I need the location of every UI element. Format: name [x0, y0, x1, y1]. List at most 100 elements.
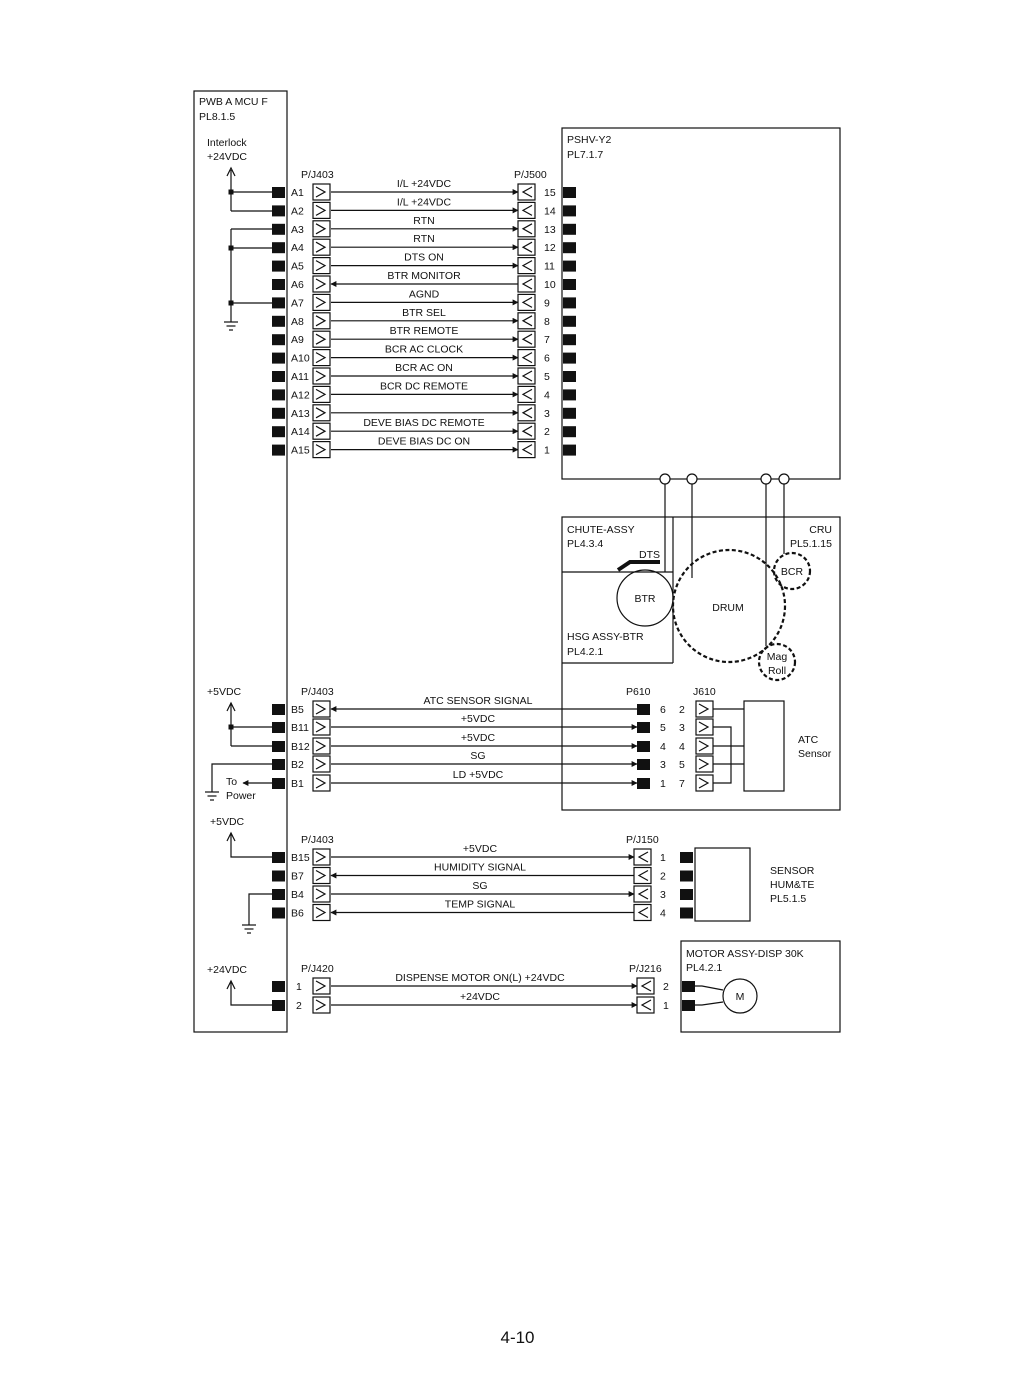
p5vdc-label-b: +5VDC — [210, 816, 245, 828]
socket-connector — [312, 422, 331, 440]
signal-label: TEMP SIGNAL — [445, 899, 516, 911]
pin-label: 2 — [544, 426, 550, 438]
socket-connector — [312, 737, 331, 755]
page-number: 4-10 — [500, 1328, 535, 1347]
pin-label: A8 — [291, 316, 304, 328]
cru-ref: PL5.1.15 — [790, 538, 832, 550]
signal-label: BCR AC CLOCK — [385, 344, 463, 356]
pin-block — [272, 205, 285, 217]
pin-label: 1 — [663, 1000, 669, 1012]
pin-label: 9 — [544, 297, 550, 309]
interlock-label: Interlock — [207, 137, 247, 149]
pin-block — [637, 722, 650, 733]
pin-block — [680, 870, 693, 882]
pin-block — [272, 389, 285, 401]
socket-connector — [312, 330, 331, 348]
pin-label: 4 — [660, 741, 666, 753]
pin-block — [563, 389, 576, 401]
pin-label: 7 — [544, 334, 550, 346]
pin-label: A10 — [291, 353, 310, 365]
h1-left-connector: P/J403 — [301, 169, 334, 181]
pin-label: 2 — [296, 1000, 302, 1012]
pin-block — [272, 279, 285, 290]
socket-connector — [312, 996, 331, 1014]
pin-block — [272, 704, 285, 715]
chute-name: CHUTE-ASSY — [567, 524, 635, 536]
socket-connector — [312, 238, 331, 256]
pin-label: 11 — [544, 261, 555, 273]
pin-block — [272, 1000, 285, 1011]
pin-label: 3 — [679, 722, 685, 734]
pin-label: 3 — [544, 408, 550, 420]
socket-connector — [695, 755, 714, 773]
pin-label: 8 — [544, 316, 550, 328]
pin-block — [563, 352, 576, 364]
pin-label: 6 — [660, 704, 666, 716]
socket-connector — [633, 866, 652, 885]
pin-block — [272, 315, 285, 327]
pin-label: A2 — [291, 205, 304, 217]
pin-label: B6 — [291, 908, 304, 920]
pin-label: B1 — [291, 778, 304, 790]
mag-label-2: Roll — [768, 665, 786, 677]
socket-connector — [312, 903, 331, 922]
socket-connector — [636, 996, 655, 1014]
pin-block — [272, 426, 285, 438]
pin-label: 10 — [544, 279, 556, 291]
socket-connector — [517, 422, 536, 440]
socket-connector — [695, 718, 714, 736]
pin-label: 13 — [544, 224, 556, 236]
signal-label: AGND — [409, 288, 440, 300]
pin-block — [272, 242, 285, 254]
pin-label: B15 — [291, 852, 310, 864]
pin-label: 5 — [544, 371, 550, 383]
pin-block — [563, 187, 576, 198]
pin-label: 6 — [544, 353, 550, 365]
pin-label: 4 — [544, 389, 550, 401]
pin-block — [272, 352, 285, 364]
signal-label: DTS ON — [404, 252, 444, 264]
pin-block — [272, 722, 285, 733]
signal-label: SG — [472, 880, 487, 892]
socket-connector — [312, 718, 331, 736]
power-rails: +5VDC To Power +5VDC +24VDC — [205, 166, 272, 1006]
pin-block — [682, 1000, 695, 1011]
h1-right-connector: P/J500 — [514, 169, 547, 181]
signal-label: ATC SENSOR SIGNAL — [424, 695, 533, 707]
signal-label: LD +5VDC — [453, 769, 504, 781]
signal-label: SG — [470, 750, 485, 762]
pin-label: B7 — [291, 871, 304, 883]
cru-block: CHUTE-ASSY PL4.3.4 CRU PL5.1.15 HSG ASSY… — [561, 516, 841, 811]
socket-connector — [633, 903, 652, 922]
socket-connector — [312, 349, 331, 367]
pin-block — [563, 426, 576, 438]
socket-connector — [636, 977, 655, 995]
pin-label: 4 — [679, 741, 685, 753]
socket-connector — [517, 349, 536, 367]
pin-block — [680, 889, 693, 900]
pshv-block: PSHV-Y2 PL7.1.7 — [561, 127, 841, 480]
socket-connector — [633, 885, 652, 903]
pin-block — [563, 297, 576, 309]
pshv-ref: PL7.1.7 — [567, 149, 603, 161]
pin-block — [563, 315, 576, 327]
drum-label: DRUM — [712, 602, 744, 614]
socket-connector — [312, 700, 331, 718]
signal-label: RTN — [413, 215, 434, 227]
socket-connector — [517, 257, 536, 275]
pin-block — [272, 297, 285, 309]
pin-label: 1 — [660, 778, 666, 790]
socket-connector — [517, 312, 536, 330]
to-label: To — [226, 776, 237, 788]
pin-label: 4 — [660, 908, 666, 920]
chute-ref: PL4.3.4 — [567, 538, 603, 550]
hsg-ref: PL4.2.1 — [567, 646, 603, 658]
socket-connector — [312, 257, 331, 275]
pin-block — [680, 852, 693, 863]
pin-label: 15 — [544, 187, 556, 199]
socket-connector — [312, 441, 331, 459]
pin-block — [563, 223, 576, 235]
signal-label: BCR DC REMOTE — [380, 380, 468, 392]
pin-block — [272, 741, 285, 752]
socket-connector — [312, 312, 331, 330]
